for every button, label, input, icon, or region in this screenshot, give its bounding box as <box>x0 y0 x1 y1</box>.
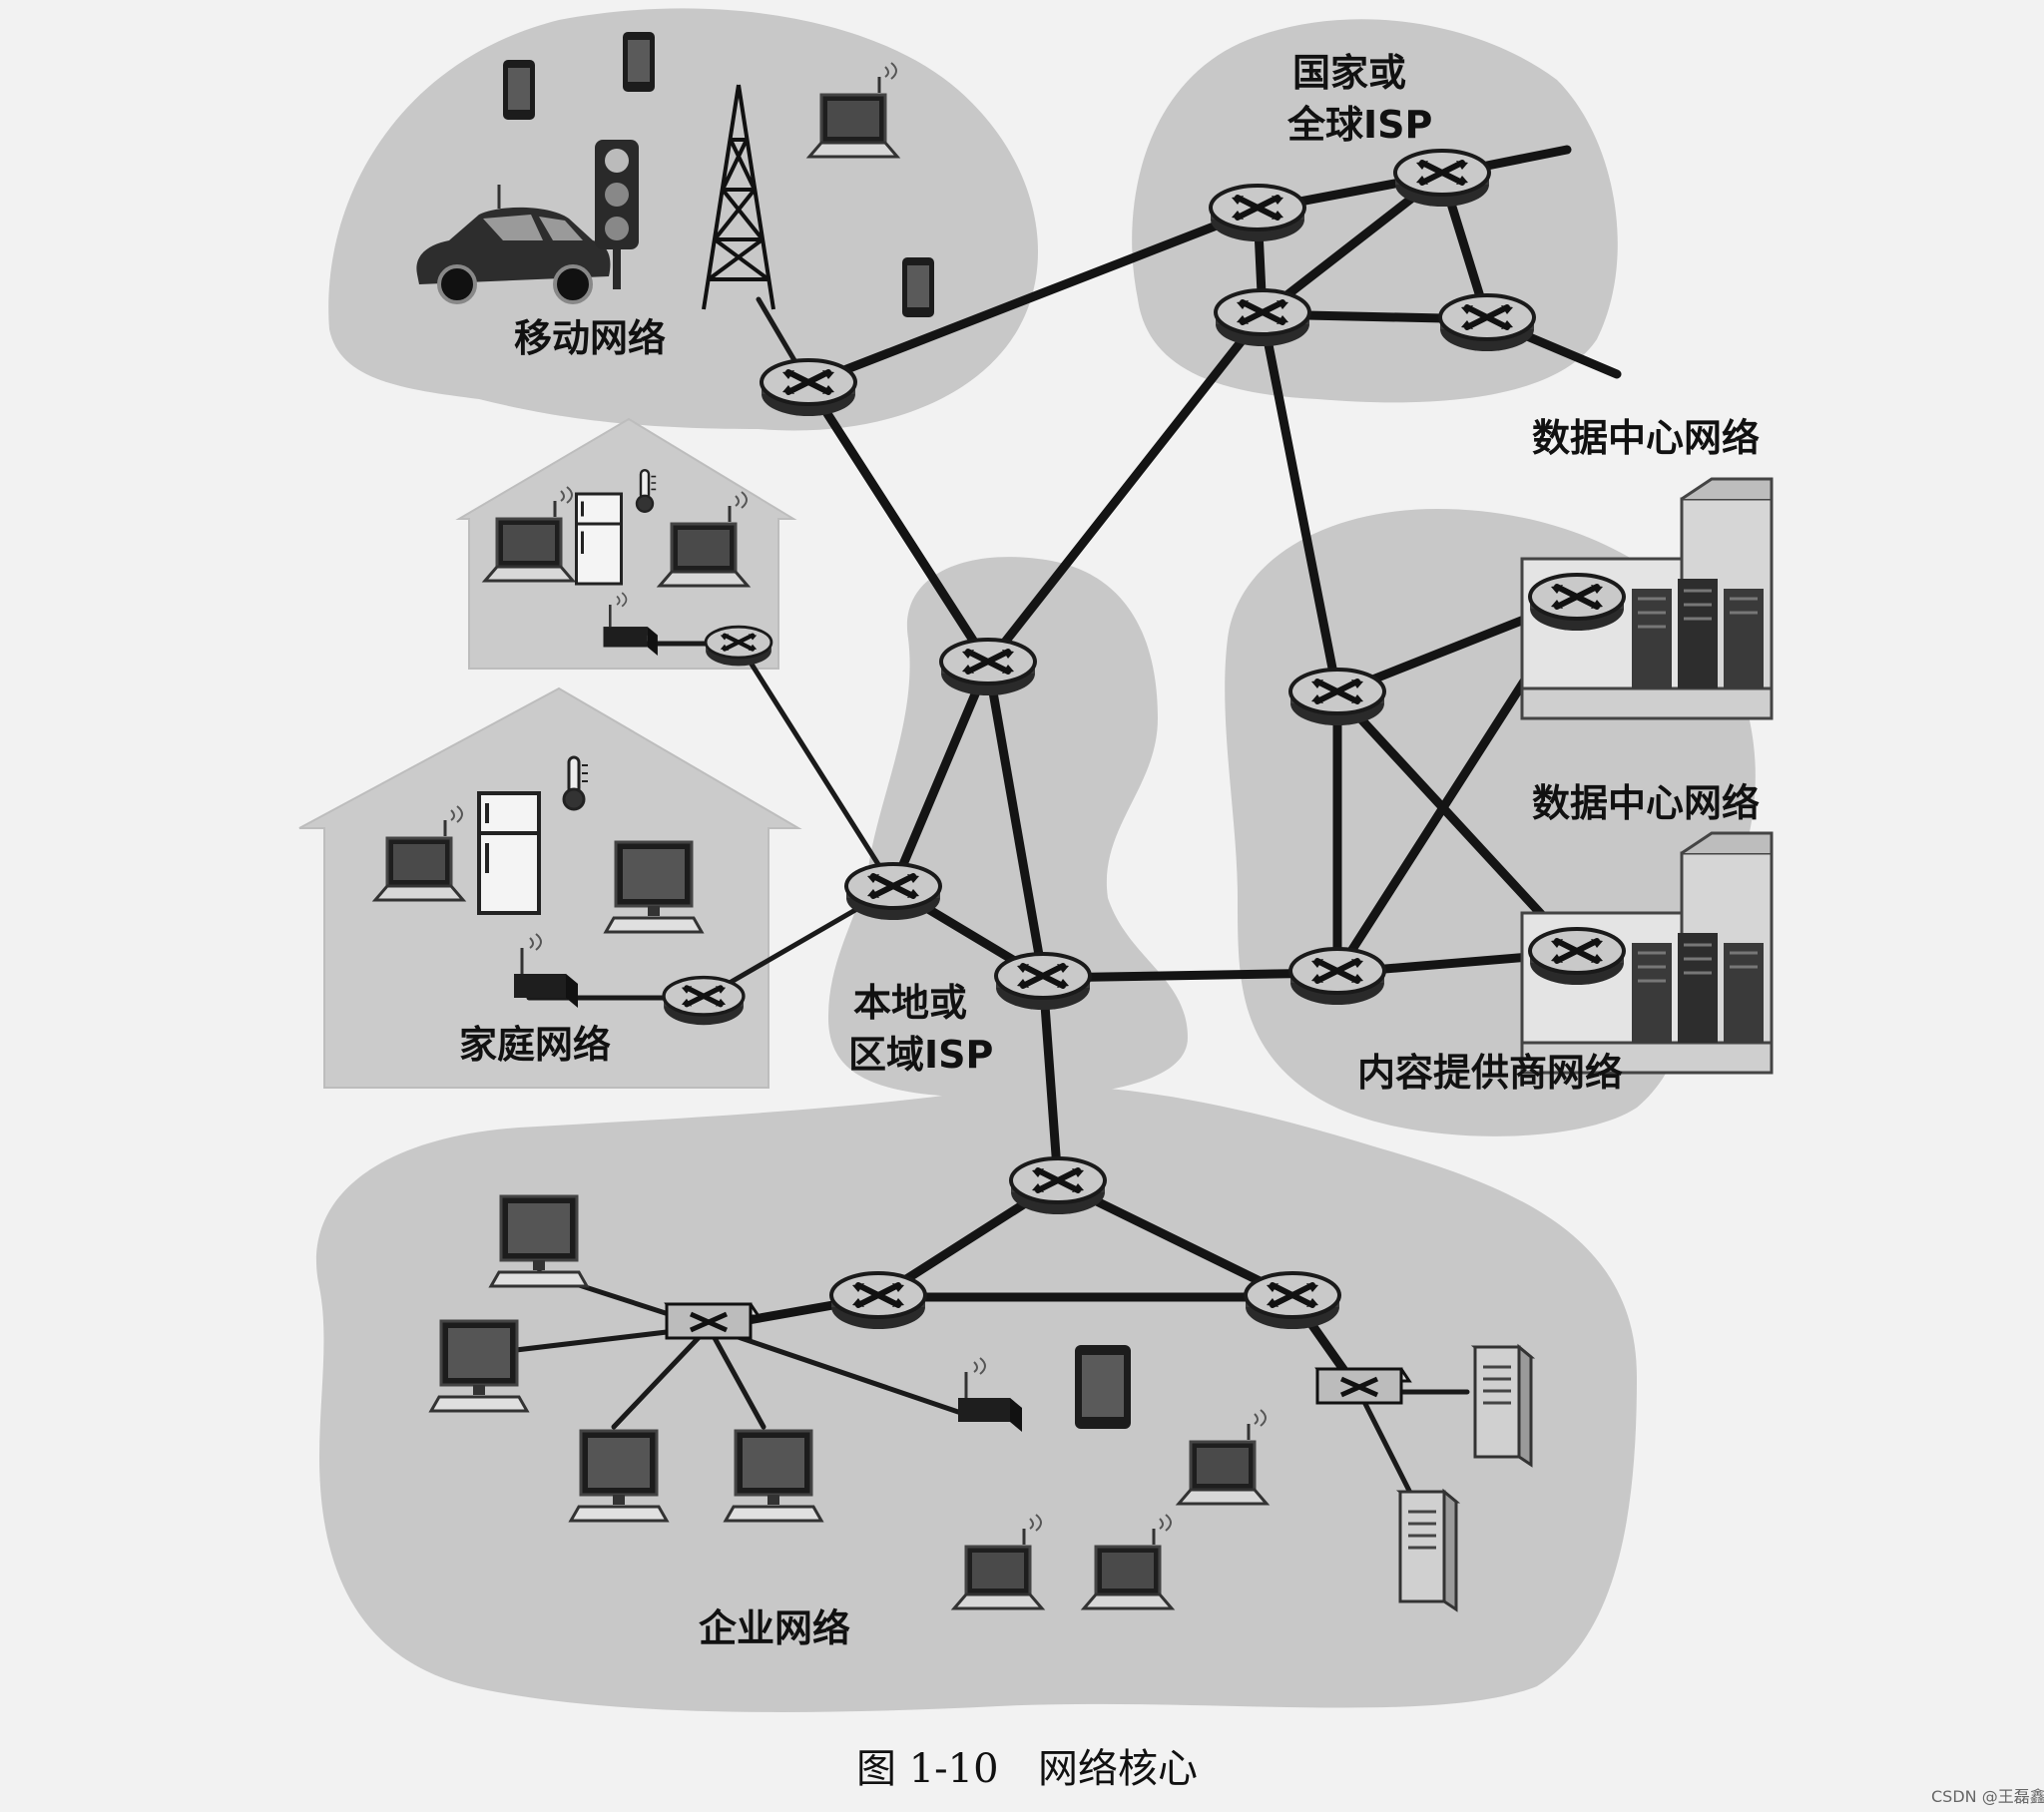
router-icon <box>1395 151 1489 207</box>
router-icon <box>1011 1158 1105 1214</box>
fridge-icon <box>477 791 541 915</box>
enterprise-switch-icon <box>667 1304 759 1338</box>
csdn-watermark: CSDN @王磊鑫 <box>1931 1787 2044 1806</box>
router-icon <box>831 1273 925 1329</box>
router-icon <box>706 627 771 666</box>
home-network-1-house <box>455 417 797 670</box>
national-isp-label-line1: 国家或 <box>1292 51 1406 95</box>
desktop-computer-icon <box>429 1319 529 1413</box>
router-icon <box>996 954 1090 1010</box>
smartphone-icon <box>623 32 655 92</box>
mobile-network-region <box>328 8 1039 431</box>
enterprise-switch-icon <box>1317 1369 1409 1403</box>
desktop-computer-icon <box>489 1194 589 1288</box>
router-icon <box>762 360 855 416</box>
server-icon <box>1398 1490 1458 1611</box>
router-icon <box>1290 949 1384 1005</box>
router-icon <box>1290 670 1384 725</box>
router-icon <box>1216 290 1309 346</box>
smartphone-icon <box>503 60 535 120</box>
desktop-computer-icon <box>569 1429 669 1523</box>
data-center-1-label: 数据中心网络 <box>1532 416 1760 460</box>
router-icon <box>1530 929 1624 985</box>
national-isp-label-line2: 全球ISP <box>1286 103 1432 147</box>
router-icon <box>664 978 744 1026</box>
desktop-computer-icon <box>604 840 704 934</box>
figure-number: 图 1-10 <box>856 1746 999 1792</box>
car-icon <box>416 185 611 304</box>
regional-isp-label-line2: 区域ISP <box>848 1033 993 1077</box>
regional-isp-label-line1: 本地或 <box>853 981 967 1025</box>
traffic-light-icon <box>595 140 639 289</box>
router-icon <box>1440 295 1534 351</box>
router-icon <box>846 864 940 920</box>
cell-tower-icon <box>702 84 775 310</box>
router-icon <box>1530 575 1624 631</box>
smartphone-icon <box>902 257 934 317</box>
desktop-computer-icon <box>724 1429 823 1523</box>
content-provider-network-label: 内容提供商网络 <box>1357 1051 1623 1095</box>
tablet-icon <box>1075 1345 1131 1429</box>
server-icon <box>1473 1345 1533 1467</box>
mobile-network-label: 移动网络 <box>514 316 666 360</box>
router-icon <box>941 640 1035 695</box>
router-icon <box>1211 186 1304 241</box>
router-icon <box>1246 1273 1339 1329</box>
fridge-icon <box>575 492 623 586</box>
figure-title: 网络核心 <box>1038 1746 1198 1792</box>
regional-isp-region <box>828 557 1188 1098</box>
enterprise-network-label: 企业网络 <box>699 1606 850 1650</box>
home-network-label: 家庭网络 <box>459 1023 611 1067</box>
data-center-2-label: 数据中心网络 <box>1532 781 1760 825</box>
